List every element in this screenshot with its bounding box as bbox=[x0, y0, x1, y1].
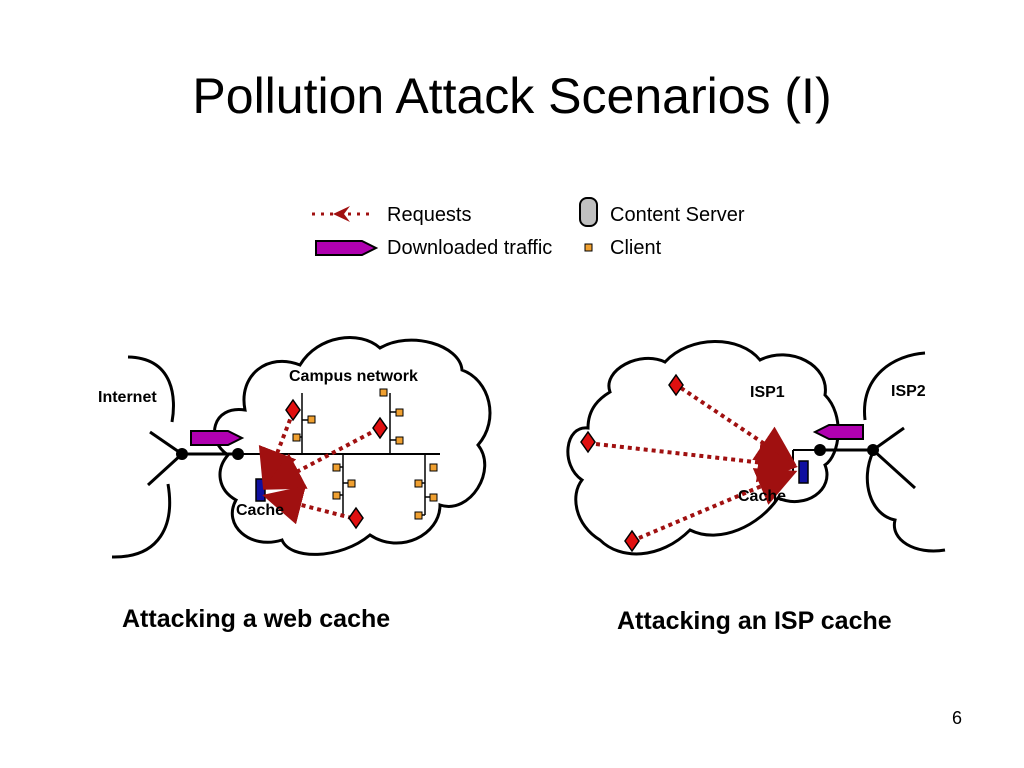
legend-client-label: Client bbox=[610, 237, 662, 259]
isp-cache bbox=[798, 460, 809, 484]
attacker-diamond bbox=[668, 373, 684, 397]
client bbox=[332, 491, 341, 500]
client bbox=[429, 493, 438, 502]
web-cache-label: Cache bbox=[236, 502, 285, 519]
right-caption: Attacking an ISP cache bbox=[617, 607, 892, 635]
isp-cache-label: Cache bbox=[738, 488, 787, 505]
client bbox=[292, 433, 301, 442]
client bbox=[395, 436, 404, 445]
isp2-cloud bbox=[863, 351, 946, 553]
client bbox=[307, 415, 316, 424]
web-cache bbox=[255, 478, 266, 502]
request-arrows-left bbox=[258, 411, 379, 525]
attacker-diamond bbox=[624, 529, 640, 553]
client bbox=[347, 479, 356, 488]
campus-router bbox=[232, 448, 244, 460]
attacker-diamond bbox=[580, 430, 596, 454]
legend-client-icon bbox=[584, 243, 593, 252]
right-diagram bbox=[566, 340, 946, 556]
internet-router bbox=[176, 448, 188, 460]
client bbox=[429, 463, 438, 472]
attackers-right bbox=[580, 373, 684, 553]
legend-traffic-label: Downloaded traffic bbox=[387, 237, 553, 259]
isp1-router bbox=[814, 444, 826, 456]
traffic-arrow-right bbox=[812, 424, 864, 440]
legend bbox=[312, 197, 598, 256]
attacker-diamond bbox=[348, 506, 364, 530]
client bbox=[395, 408, 404, 417]
attacker-diamond bbox=[372, 416, 388, 440]
campus-network-label: Campus network bbox=[289, 368, 418, 385]
request-arrows-right bbox=[595, 386, 798, 540]
legend-content-server-icon bbox=[579, 197, 598, 227]
left-caption: Attacking a web cache bbox=[122, 605, 391, 633]
isp1-label: ISP1 bbox=[750, 384, 785, 401]
client bbox=[414, 511, 423, 520]
attackers-left bbox=[285, 398, 388, 530]
client bbox=[379, 388, 388, 397]
page-number: 6 bbox=[951, 708, 962, 728]
isp2-label: ISP2 bbox=[891, 383, 926, 400]
legend-requests-label: Requests bbox=[387, 204, 472, 226]
client bbox=[414, 479, 423, 488]
isp1-cloud bbox=[566, 340, 840, 556]
legend-server-label: Content Server bbox=[610, 204, 745, 226]
legend-traffic-arrow bbox=[315, 240, 379, 256]
traffic-arrow-left bbox=[190, 430, 245, 446]
attacker-diamond bbox=[285, 398, 301, 422]
internet-cloud bbox=[111, 355, 175, 559]
isp2-router bbox=[867, 444, 879, 456]
slide-title: Pollution Attack Scenarios (I) bbox=[192, 68, 832, 124]
client bbox=[332, 463, 341, 472]
clients-left bbox=[292, 388, 438, 520]
internet-label: Internet bbox=[98, 389, 157, 406]
legend-request-arrowhead bbox=[333, 206, 350, 222]
left-diagram bbox=[111, 336, 492, 559]
